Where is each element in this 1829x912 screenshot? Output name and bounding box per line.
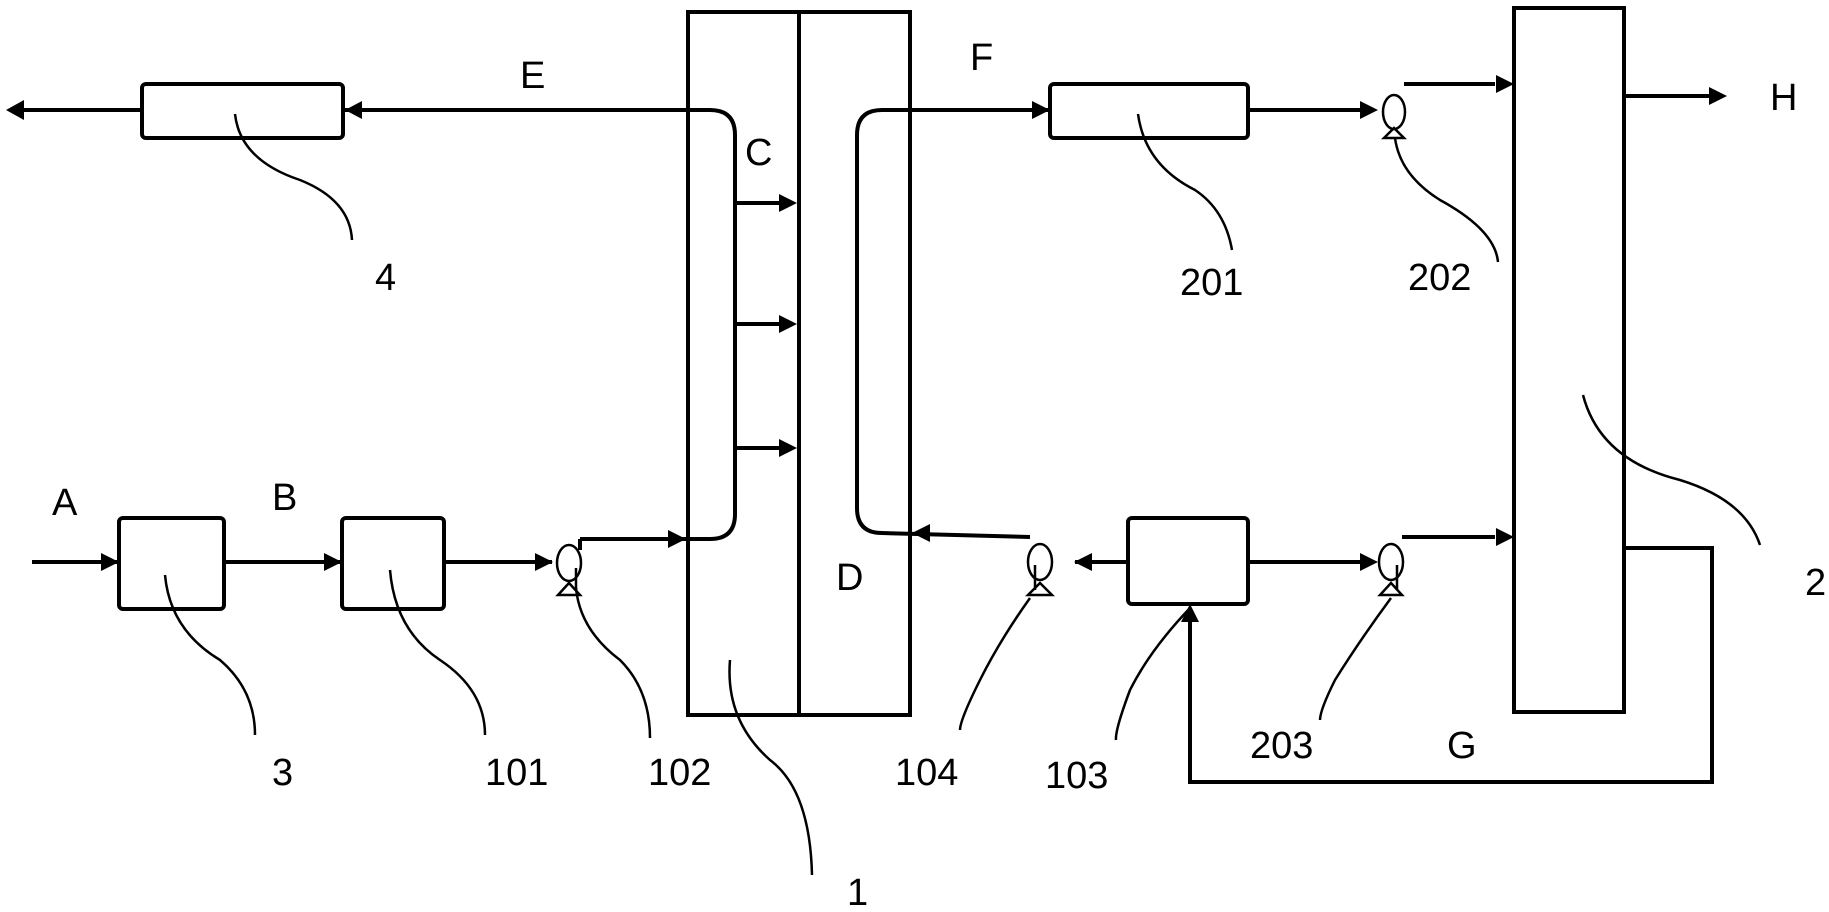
label-stream-g: G	[1447, 725, 1477, 767]
arrowhead	[912, 524, 930, 542]
label-stream-d: D	[836, 557, 863, 599]
ref-103: 103	[1045, 755, 1108, 797]
ref-1: 1	[847, 872, 868, 912]
stream-c-loop	[345, 108, 737, 541]
pump-202-icon	[1380, 93, 1408, 140]
ref-3: 3	[272, 752, 293, 794]
leader-lines	[163, 113, 1762, 876]
ref-4: 4	[375, 257, 396, 299]
transfer-arrow	[737, 315, 797, 333]
pump-104-icon	[1024, 542, 1056, 597]
unit-103-box	[1126, 516, 1250, 606]
unit-3-box	[117, 516, 226, 611]
label-stream-e: E	[520, 55, 545, 97]
arrowhead	[668, 530, 686, 548]
ref-101: 101	[485, 752, 548, 794]
label-stream-a: A	[52, 482, 78, 524]
arrowhead	[345, 101, 362, 119]
stream-g-loop	[1188, 546, 1714, 784]
transfer-arrow	[737, 439, 797, 457]
transfer-arrow	[737, 194, 797, 212]
ref-203: 203	[1250, 725, 1313, 767]
label-stream-c: C	[745, 132, 772, 174]
ref-104: 104	[895, 752, 958, 794]
ref-2: 2	[1805, 562, 1826, 604]
unit-4-box	[140, 82, 345, 140]
pump-203-icon	[1377, 542, 1405, 597]
unit-201-box	[1048, 82, 1250, 140]
pump-102-icon	[555, 543, 583, 597]
ref-202: 202	[1408, 257, 1471, 299]
ref-201: 201	[1180, 262, 1243, 304]
label-stream-h: H	[1770, 77, 1797, 119]
label-stream-f: F	[970, 37, 993, 79]
arrowhead	[6, 100, 24, 120]
stream-d-loop	[855, 108, 1050, 539]
ref-102: 102	[648, 752, 711, 794]
label-stream-b: B	[272, 477, 297, 519]
unit-2-column	[1512, 6, 1626, 714]
